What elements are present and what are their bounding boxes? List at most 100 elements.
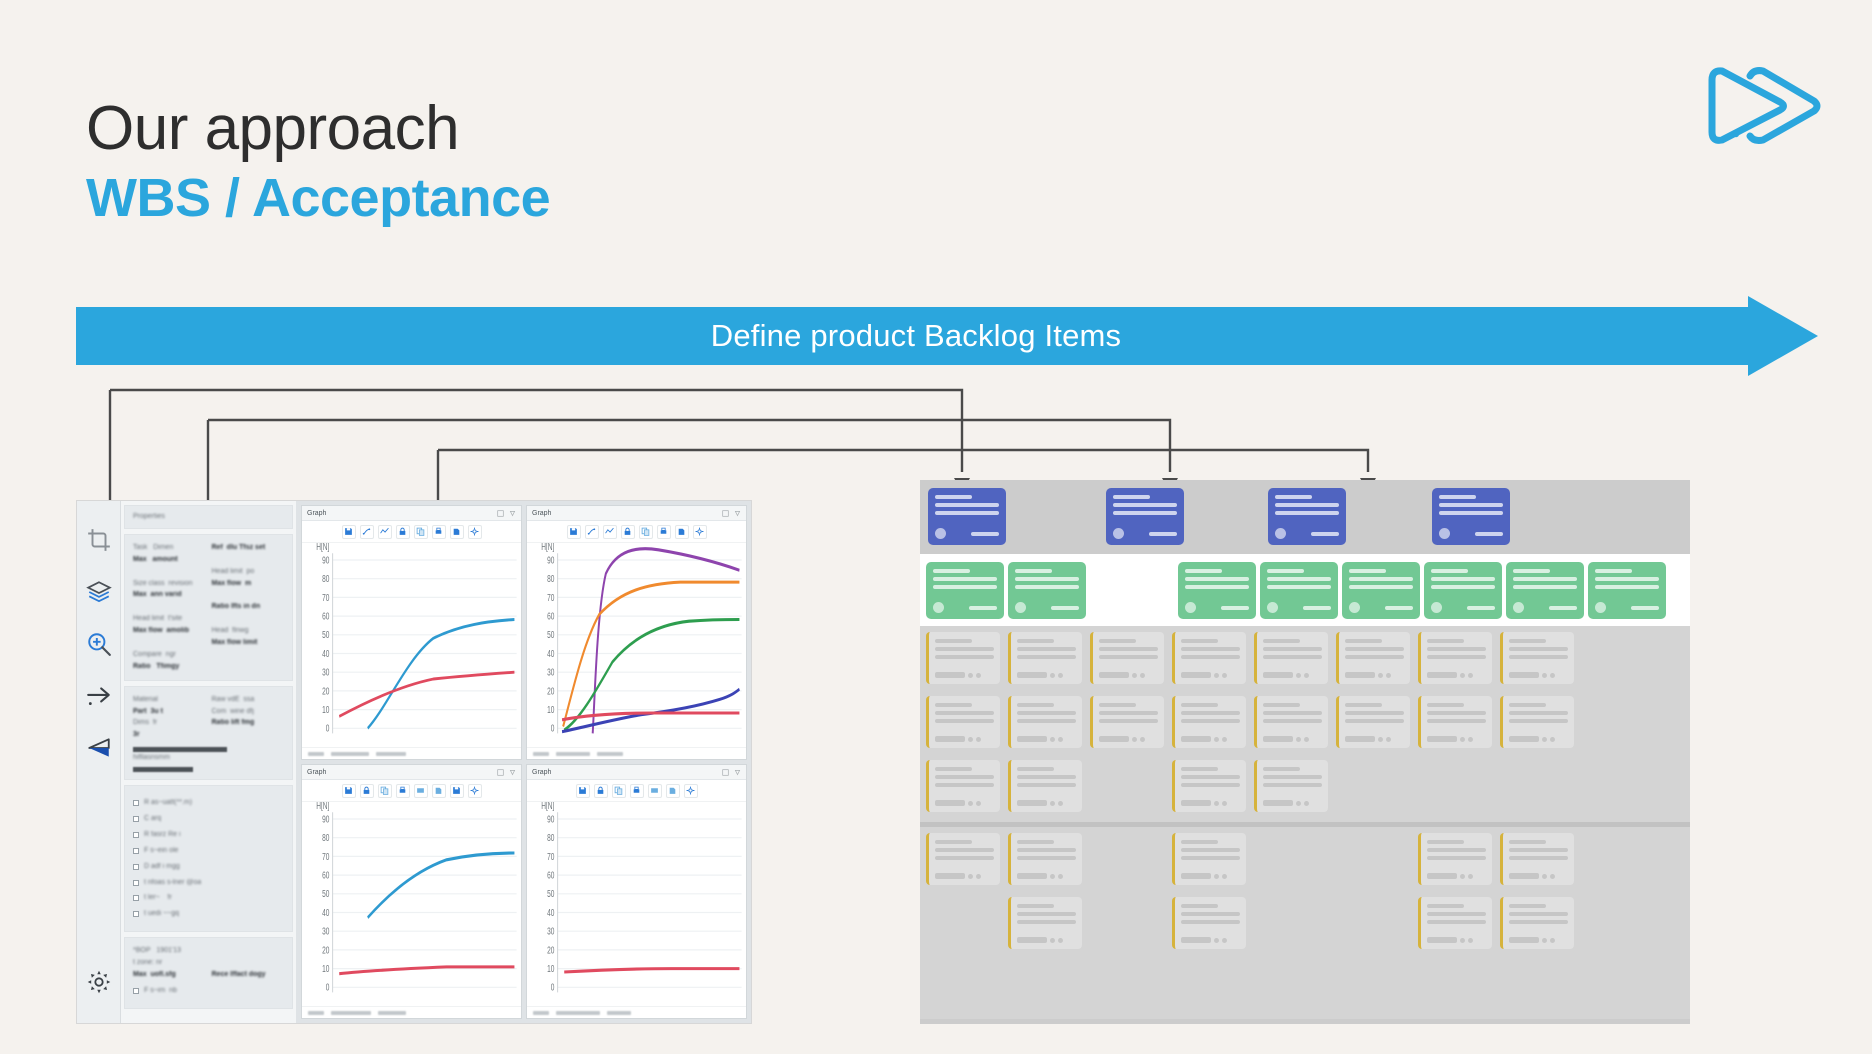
feature-card[interactable] [926, 562, 1004, 619]
task-card[interactable] [1008, 833, 1082, 885]
pin-icon[interactable] [509, 769, 516, 776]
panel-window-buttons[interactable] [497, 509, 516, 517]
restore-icon[interactable] [722, 768, 729, 776]
task-card[interactable] [1008, 760, 1082, 812]
task-card[interactable] [1172, 760, 1246, 812]
pin-icon[interactable] [734, 769, 741, 776]
export-icon[interactable] [431, 783, 446, 798]
lock-icon[interactable] [395, 524, 410, 539]
grid-icon[interactable] [413, 783, 428, 798]
task-card[interactable] [1500, 833, 1574, 885]
graph-toolbar[interactable] [527, 521, 746, 543]
task-card[interactable] [926, 760, 1000, 812]
task-properties-section[interactable]: Task Dimen Max amount Size class revisio… [124, 533, 293, 681]
checkbox[interactable] [133, 895, 139, 902]
task-card[interactable] [926, 632, 1000, 684]
task-card[interactable] [1090, 696, 1164, 748]
checkbox[interactable] [133, 911, 139, 918]
checklist-item[interactable]: C arq [133, 813, 284, 825]
export-icon[interactable] [665, 783, 680, 798]
save-icon[interactable] [341, 524, 356, 539]
task-card[interactable] [1254, 632, 1328, 684]
graph-panel-3[interactable]: Graph [301, 764, 522, 1019]
feature-card[interactable] [1008, 562, 1086, 619]
checkbox[interactable] [133, 879, 139, 886]
checklist-item[interactable]: t uedi ~~gq [133, 908, 284, 920]
panel-window-buttons[interactable] [722, 509, 741, 517]
pin-icon[interactable] [509, 510, 516, 517]
product-backlog-board[interactable] [920, 480, 1690, 1024]
epic-card[interactable] [928, 488, 1006, 545]
epic-card[interactable] [1268, 488, 1346, 545]
checkbox[interactable] [133, 987, 139, 994]
restore-icon[interactable] [722, 509, 729, 517]
epic-card[interactable] [1106, 488, 1184, 545]
task-card[interactable] [1336, 696, 1410, 748]
lock-icon[interactable] [620, 524, 635, 539]
feature-card[interactable] [1424, 562, 1502, 619]
task-card[interactable] [926, 696, 1000, 748]
print-icon[interactable] [431, 524, 446, 539]
feature-card[interactable] [1178, 562, 1256, 619]
restore-icon[interactable] [497, 509, 504, 517]
checklist-item[interactable]: F s~im nb [133, 985, 284, 997]
export-icon[interactable] [674, 524, 689, 539]
material-section[interactable]: Material Part 3u t Dims fr 3r Raw vdE ss… [124, 685, 293, 781]
task-card[interactable] [1172, 696, 1246, 748]
graph-toolbar[interactable] [527, 780, 746, 802]
task-card[interactable] [1418, 696, 1492, 748]
save-icon[interactable] [341, 783, 356, 798]
task-card[interactable] [1090, 632, 1164, 684]
panel-window-buttons[interactable] [722, 768, 741, 776]
line-chart-icon[interactable] [377, 524, 392, 539]
grid-icon[interactable] [647, 783, 662, 798]
task-card[interactable] [1008, 897, 1082, 949]
simulation-application-window[interactable]: Properties Task Dimen Max amount Size cl… [76, 500, 752, 1024]
settings-icon[interactable] [467, 783, 482, 798]
checklist-item[interactable]: R fasrz Re i [133, 829, 284, 841]
lock-icon[interactable] [593, 783, 608, 798]
save-as-icon[interactable] [449, 783, 464, 798]
lock-icon[interactable] [359, 783, 374, 798]
task-card[interactable] [1500, 897, 1574, 949]
feature-card[interactable] [1260, 562, 1338, 619]
copy-icon[interactable] [413, 524, 428, 539]
curve-fit-icon[interactable] [359, 524, 374, 539]
feature-card[interactable] [1506, 562, 1584, 619]
checkbox[interactable] [133, 815, 139, 822]
checkbox[interactable] [133, 800, 139, 807]
curve-fit-icon[interactable] [584, 524, 599, 539]
checkbox[interactable] [133, 831, 139, 838]
task-card[interactable] [1500, 632, 1574, 684]
task-card[interactable] [1008, 696, 1082, 748]
pin-icon[interactable] [734, 510, 741, 517]
graph-panel-1[interactable]: Graph [301, 505, 522, 760]
copy-icon[interactable] [377, 783, 392, 798]
line-chart-icon[interactable] [602, 524, 617, 539]
restore-icon[interactable] [497, 768, 504, 776]
copy-icon[interactable] [638, 524, 653, 539]
zoom-in-icon[interactable] [86, 631, 112, 657]
task-card[interactable] [1500, 696, 1574, 748]
arrow-right-icon[interactable] [86, 683, 112, 709]
export-icon[interactable] [449, 524, 464, 539]
panel-window-buttons[interactable] [497, 768, 516, 776]
task-card[interactable] [1418, 632, 1492, 684]
print-icon[interactable] [656, 524, 671, 539]
settings-icon[interactable] [692, 524, 707, 539]
task-card[interactable] [1254, 760, 1328, 812]
feature-card[interactable] [1342, 562, 1420, 619]
task-card[interactable] [926, 833, 1000, 885]
options-checklist[interactable]: R as~uatt(**.m) C arq R fasrz Re i F s~e… [124, 785, 293, 933]
settings-icon[interactable] [467, 524, 482, 539]
checkbox[interactable] [133, 863, 139, 870]
app-toolbar[interactable] [77, 501, 121, 1023]
checklist-item[interactable]: R as~uatt(**.m) [133, 797, 284, 809]
gear-icon[interactable] [86, 969, 112, 995]
save-icon[interactable] [575, 783, 590, 798]
crop-icon[interactable] [86, 527, 112, 553]
checklist-item[interactable]: D adf i mgg [133, 861, 284, 873]
epic-card[interactable] [1432, 488, 1510, 545]
print-icon[interactable] [629, 783, 644, 798]
